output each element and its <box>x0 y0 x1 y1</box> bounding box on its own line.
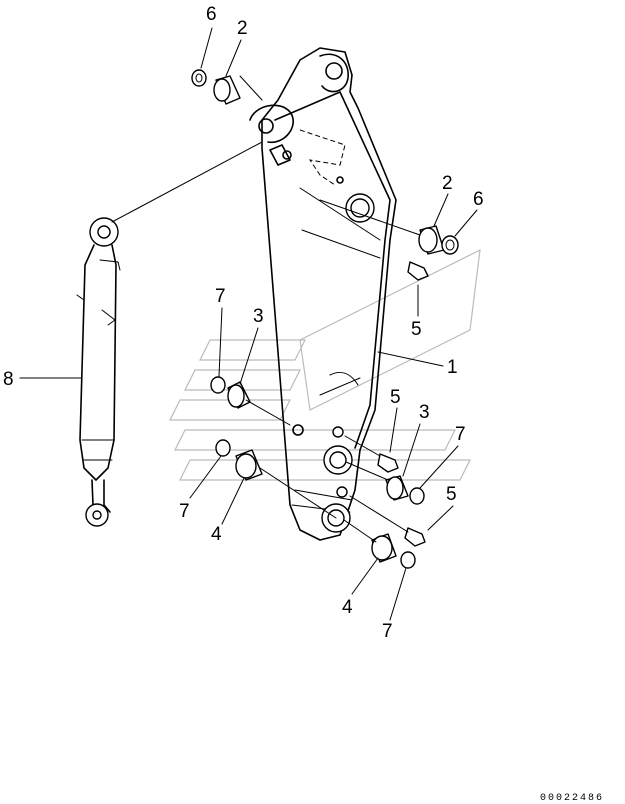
callout-8: 8 <box>3 369 14 390</box>
arm-part-1 <box>249 47 397 541</box>
callout-labels: 6 2 2 6 7 3 5 1 8 5 3 7 5 7 4 4 7 <box>3 4 484 642</box>
leader-lines <box>19 27 478 621</box>
collar-part-6-top <box>191 69 207 87</box>
callout-7-left-lower: 7 <box>179 501 190 522</box>
callout-6-top: 6 <box>206 4 217 25</box>
callout-5-top: 5 <box>411 319 422 340</box>
callout-5-middle: 5 <box>390 387 401 408</box>
callout-4-left: 4 <box>211 524 222 545</box>
callout-7-left-upper: 7 <box>215 286 226 307</box>
callout-2-right: 2 <box>442 173 453 194</box>
callout-3-right: 3 <box>419 402 430 423</box>
bushing-part-4-right <box>371 533 397 563</box>
bushing-part-2-top <box>213 75 241 105</box>
grease-fitting-part-5-lower <box>404 527 426 547</box>
callout-1: 1 <box>447 357 458 378</box>
callout-7-right-lower: 7 <box>382 621 393 642</box>
callout-6-right: 6 <box>473 189 484 210</box>
grease-fitting-part-5-middle <box>377 453 399 473</box>
bushing-part-3-right <box>385 475 409 501</box>
callout-2-top: 2 <box>237 18 248 39</box>
collar-part-7-left-lower <box>215 439 231 457</box>
bushing-part-2-right <box>418 225 445 255</box>
watermark-logo <box>169 248 481 481</box>
collar-part-6-right <box>441 235 459 255</box>
callout-7-right-upper: 7 <box>455 424 466 445</box>
callout-3-left: 3 <box>253 306 264 327</box>
bushing-part-4-left <box>235 449 263 481</box>
grease-fitting-part-5-top <box>407 261 429 281</box>
callout-4-right: 4 <box>342 597 353 618</box>
collar-part-7-right-upper <box>409 487 425 505</box>
bushing-part-3-left <box>227 381 251 409</box>
callout-5-lower: 5 <box>446 484 457 505</box>
collar-part-7-left-upper <box>210 376 226 394</box>
collar-part-7-right-lower <box>400 551 416 569</box>
cylinder-part-8 <box>76 217 121 527</box>
drawing-number: 00022486 <box>540 793 604 804</box>
